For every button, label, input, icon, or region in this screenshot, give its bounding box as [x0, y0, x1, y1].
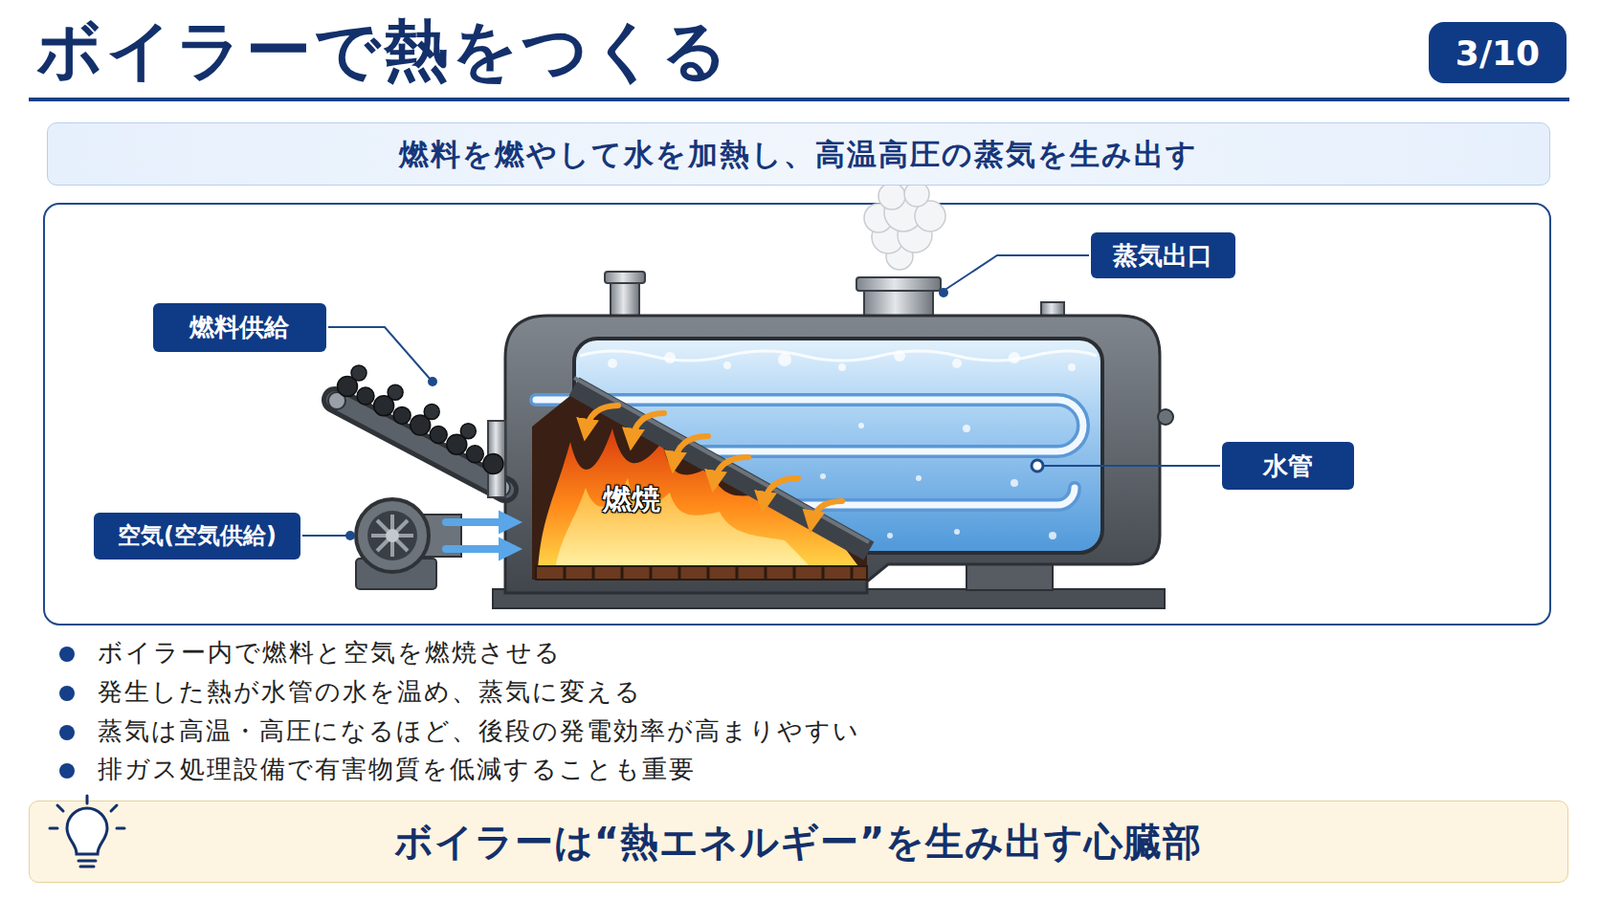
coal-lump: [351, 365, 367, 381]
bullet-text: 排ガス処理設備で有害物質を低減することも重要: [97, 755, 696, 785]
furnace-divider-edge: [574, 377, 869, 543]
slide-title: ボイラーで熱をつくる: [36, 11, 732, 90]
air-fan: [355, 499, 462, 590]
node-text: 水管: [1263, 450, 1313, 483]
top-pipe-flange: [604, 271, 645, 284]
bullet-text: ボイラー内で燃料と空気を燃焼させる: [97, 638, 562, 668]
combustion-label: 燃焼: [602, 482, 661, 517]
leader-lines: [302, 255, 1221, 536]
bullet-dots: [59, 646, 75, 779]
coal-lump: [483, 454, 504, 475]
grate-bars: [564, 566, 852, 580]
callout-label: 水管: [1222, 442, 1355, 490]
steam-cloud: [864, 181, 946, 270]
side-fitting: [1157, 409, 1174, 425]
bullet-text: 発生した熱が水管の水を温め、蒸気に変える: [97, 677, 643, 708]
key-message-band: ボイラーは“熱エネルギー”を生み出す心臓部: [28, 800, 1569, 884]
coal-lump: [393, 406, 411, 424]
node-text: 3/10: [1455, 31, 1540, 75]
diagram-panel: [44, 203, 1551, 625]
fuel-conveyor: [328, 365, 511, 498]
furnace-divider: [574, 386, 869, 552]
coal-lump: [356, 387, 375, 405]
node-text: 燃料を燃やして水を加熱し、高温高圧の蒸気を生み出す: [399, 135, 1199, 174]
coal-lump: [423, 404, 440, 421]
top-pipe: [610, 279, 640, 320]
heat-arrows: [585, 405, 843, 525]
node-text: 空気(空気供給): [117, 521, 277, 551]
steam-outlet-flange: [856, 277, 941, 291]
page-number-badge: 3/10: [1428, 22, 1567, 84]
callout-label: 燃料供給: [153, 303, 327, 353]
node-text: 蒸気出口: [1112, 240, 1213, 272]
furnace: [532, 394, 867, 580]
leader-dots: [345, 288, 1044, 541]
title-rule: [28, 97, 1570, 102]
callout-label: 空気(空気供給): [93, 512, 301, 560]
bullet-text: 蒸気は高温・高圧になるほど、後段の発電効率が高まりやすい: [97, 716, 861, 747]
air-flow-arrows: [445, 522, 513, 550]
grate: [535, 566, 867, 580]
coal-lump: [466, 445, 484, 464]
boiler-shell: [505, 315, 1160, 594]
coal-lump: [460, 423, 476, 440]
node-text: 燃料供給: [189, 311, 289, 344]
coal-lump: [387, 384, 403, 400]
coal-lump: [429, 426, 447, 445]
subtitle-band: 燃料を燃やして水を加熱し、高温高圧の蒸気を生み出す: [46, 122, 1551, 186]
node-text: ボイラーは“熱エネルギー”を生み出す心臓部: [394, 818, 1203, 867]
callout-label: 蒸気出口: [1090, 232, 1236, 279]
